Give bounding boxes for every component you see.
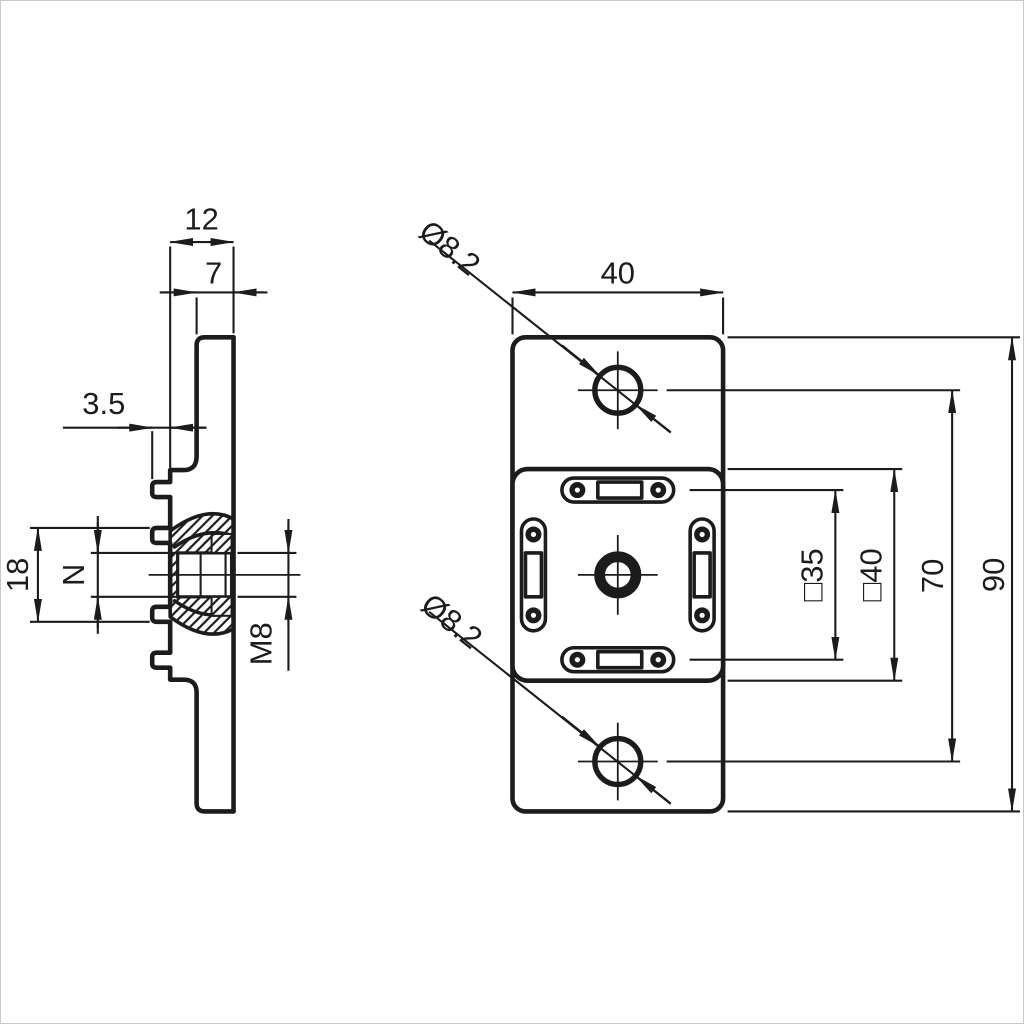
- thread-hatch-bottom: [210, 595, 233, 617]
- dim-label-boss-square: □40: [853, 548, 888, 601]
- slot-bottom: [560, 645, 676, 674]
- side-profile-outline: [149, 335, 236, 814]
- dim-label-height: 90: [976, 558, 1011, 592]
- slot-center-hole: [523, 551, 544, 599]
- dim-label-depth: 12: [184, 202, 218, 237]
- side-view: [148, 335, 301, 814]
- arrow-stub: [561, 715, 601, 748]
- slot-right: [688, 517, 716, 633]
- dim-label-hub-span: 18: [1, 558, 35, 592]
- slot-center-hole: [692, 551, 712, 599]
- arrow-stub: [561, 344, 601, 377]
- dim-label-hole-spacing: 70: [915, 559, 950, 593]
- thread-hatch-top: [210, 532, 233, 554]
- dim-label-slot-pattern: □35: [794, 548, 829, 601]
- dim-label-hole-dia-bottom: Ø8.2: [415, 587, 489, 656]
- arrow-stub: [634, 403, 672, 433]
- slot-top: [560, 476, 676, 504]
- slot-center-hole: [596, 649, 644, 670]
- dim-label-hole-dia-top: Ø8.2: [413, 213, 487, 282]
- slot-center-hole: [596, 480, 644, 500]
- center-hole: [577, 534, 658, 615]
- side-view-dimensions: 12 7 3.5 18 N M8: [1, 202, 297, 671]
- dim-label-nut-height: N: [56, 564, 91, 586]
- dim-label-width: 40: [601, 255, 635, 290]
- slot-left: [519, 517, 548, 633]
- arrow-stub: [634, 775, 672, 805]
- front-view: [510, 335, 726, 814]
- dim-label-tab-offset: 3.5: [82, 386, 125, 421]
- dim-label-thread: M8: [243, 622, 278, 665]
- dim-label-thickness: 7: [205, 255, 222, 290]
